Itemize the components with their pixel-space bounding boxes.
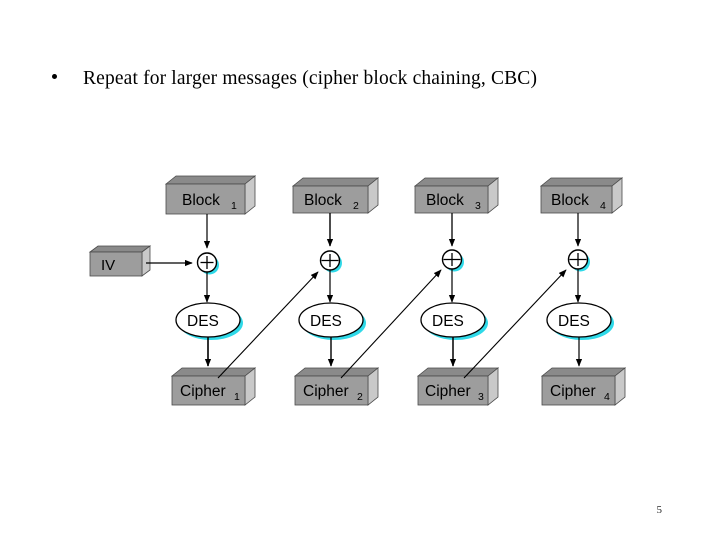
cipher-2-node: Cipher 2 (293, 367, 380, 406)
cipher-1-node: Cipher 1 (170, 367, 257, 406)
block-1-label: Block (182, 192, 220, 209)
block-4-node: Block 4 (539, 177, 624, 214)
bullet-text: Repeat for larger messages (cipher block… (83, 68, 538, 89)
des-1-node: DES (175, 302, 243, 340)
cipher-2-subscript: 2 (357, 391, 363, 403)
des-3-node: DES (420, 302, 488, 340)
block-2-node: Block 2 (291, 177, 380, 214)
cipher-4-label: Cipher (550, 383, 596, 400)
arrow-cipher3-to-xor4 (463, 269, 567, 379)
column-2: Block 2 DES (291, 177, 380, 406)
cipher-4-subscript: 4 (604, 391, 610, 403)
block-3-top-face (413, 177, 500, 187)
block-1-node: Block 1 (164, 175, 257, 215)
cipher-3-node: Cipher 3 (416, 367, 500, 406)
cipher-3-front-face (417, 375, 489, 406)
column-3: Block 3 DES (413, 177, 500, 406)
cipher-2-label: Cipher (303, 383, 349, 400)
des-4-label: DES (558, 313, 590, 330)
cipher-1-front-face (171, 375, 246, 406)
des-4-node: DES (546, 302, 614, 340)
block-2-front-face (292, 185, 369, 214)
xor-3-node (441, 249, 464, 272)
block-4-subscript: 4 (600, 200, 606, 212)
cipher-4-front-face (541, 375, 616, 406)
block-3-label: Block (426, 192, 464, 209)
block-4-top-face (539, 177, 624, 187)
page-number: 5 (656, 504, 663, 516)
cipher-1-subscript: 1 (234, 391, 240, 403)
block-4-label: Block (551, 192, 589, 209)
block-2-top-face (291, 177, 380, 187)
cipher-1-top-face (170, 367, 257, 377)
des-3-label: DES (432, 313, 464, 330)
cipher-2-top-face (293, 367, 380, 377)
block-1-subscript: 1 (231, 200, 237, 212)
des-1-label: DES (187, 313, 219, 330)
bullet-point-icon (52, 74, 57, 79)
cipher-4-top-face (540, 367, 627, 377)
block-3-subscript: 3 (475, 200, 481, 212)
column-4: Block 4 DES (539, 177, 627, 406)
bullet-line: Repeat for larger messages (cipher block… (52, 68, 672, 90)
cipher-3-top-face (416, 367, 500, 377)
arrow-cipher2-to-xor3 (340, 269, 442, 379)
block-3-front-face (414, 185, 489, 214)
block-3-node: Block 3 (413, 177, 500, 214)
des-2-label: DES (310, 313, 342, 330)
iv-node: IV (88, 245, 152, 277)
xor-1-node (196, 252, 219, 275)
xor-2-node (319, 250, 342, 273)
column-1: Block 1 DES (164, 175, 257, 406)
block-1-front-face (165, 183, 246, 215)
block-4-front-face (540, 185, 613, 214)
cipher-3-label: Cipher (425, 383, 471, 400)
iv-top-face (88, 245, 152, 253)
arrow-cipher1-to-xor2 (217, 271, 319, 379)
block-2-label: Block (304, 192, 342, 209)
xor-4-node (567, 249, 590, 272)
cipher-4-node: Cipher 4 (540, 367, 627, 406)
block-1-top-face (164, 175, 257, 185)
cipher-2-front-face (294, 375, 369, 406)
block-2-subscript: 2 (353, 200, 359, 212)
des-2-node: DES (298, 302, 366, 340)
iv-front-face (89, 251, 143, 277)
iv-label: IV (101, 257, 115, 274)
cipher-3-subscript: 3 (478, 391, 484, 403)
cipher-1-label: Cipher (180, 383, 226, 400)
